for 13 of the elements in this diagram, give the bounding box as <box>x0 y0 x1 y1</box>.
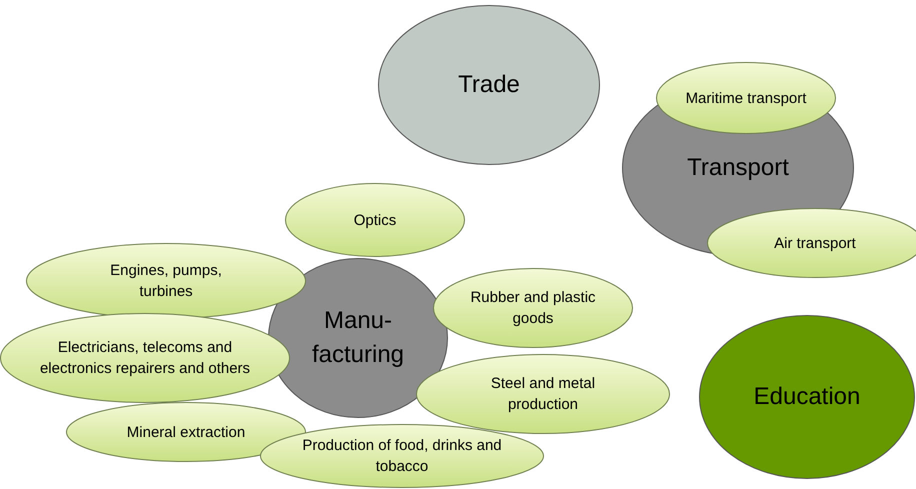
node-label: Transport <box>686 153 790 184</box>
node-label: Education <box>752 382 862 412</box>
node-label: Manu- facturing <box>310 306 406 370</box>
node-label: Air transport <box>773 234 857 254</box>
node-label: Production of food, drinks and tobacco <box>302 436 502 477</box>
node-label: Electricians, telecoms and electronics repairers and others <box>38 338 252 379</box>
node-label: Rubber and plastic goods <box>469 288 597 329</box>
node-label: Trade <box>457 70 521 100</box>
node-label: Maritime transport <box>684 88 808 108</box>
node-label: Mineral extraction <box>126 422 246 442</box>
node-label: Optics <box>352 210 398 230</box>
node-label: Steel and metal production <box>490 374 596 415</box>
node-label: Engines, pumps, turbines <box>109 261 223 302</box>
